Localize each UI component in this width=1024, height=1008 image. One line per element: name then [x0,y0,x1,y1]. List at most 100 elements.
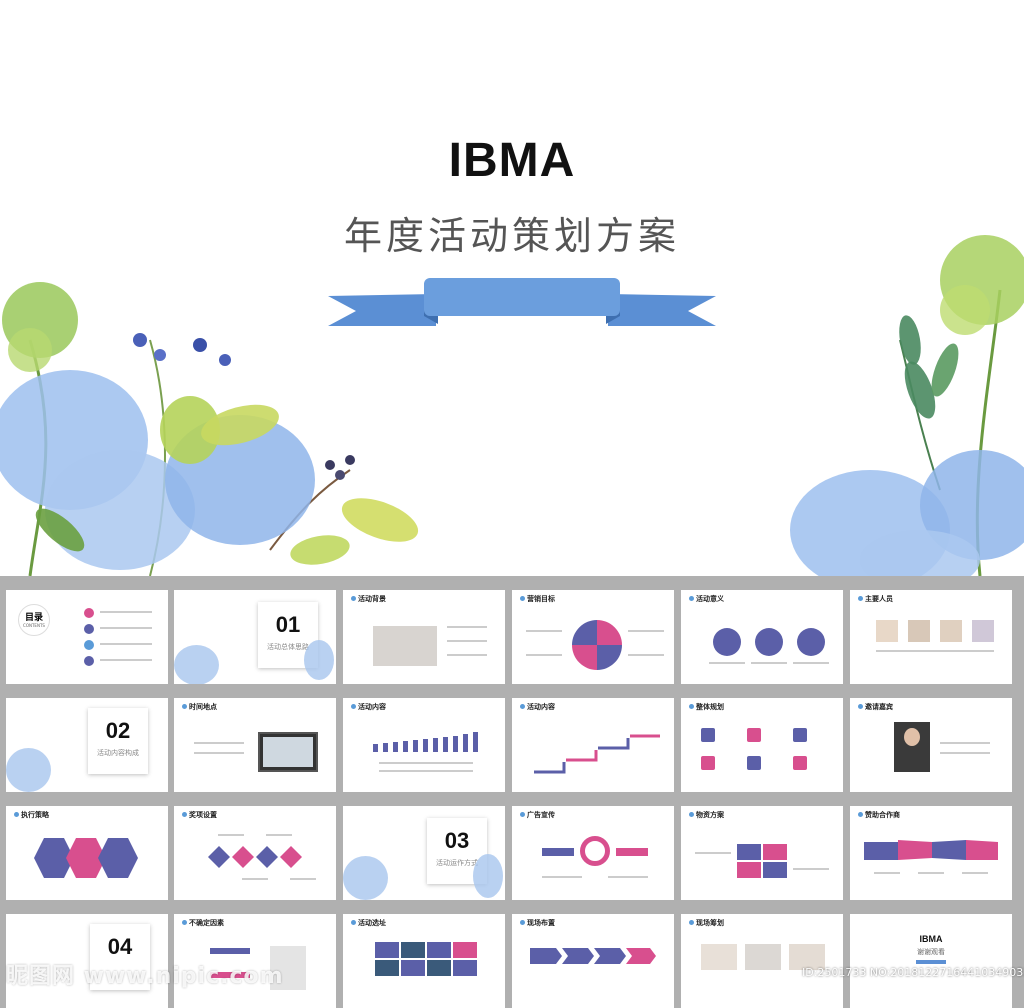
label-bar [210,948,250,954]
tile [453,960,477,976]
slide-thumb-uncertainty[interactable]: 不确定因素 [174,914,336,1008]
chevron-process-graphic [530,948,656,964]
slide-thumb-section-04[interactable]: 04 [6,914,168,1008]
slide-title: 活动内容 [520,702,555,712]
section-label: 活动内容构成 [97,749,139,757]
toc-heading: 目录 [24,613,43,623]
expand-icon [793,728,807,742]
hero-title: IBMA [448,134,576,187]
section-number: 03 [444,828,470,853]
slide-thumb-section-01[interactable]: 01 活动总体思路 [174,590,336,684]
slide-thumb-time-location[interactable]: 时间地点 [174,698,336,792]
slide-thumb-background[interactable]: 活动背景 [343,590,505,684]
avatar [876,620,898,642]
ribbon-small [916,960,946,964]
slide-thumb-section-03[interactable]: 03 活动运作方式 [343,806,505,900]
toc-subheading: CONTENTS [23,623,45,628]
photo [789,944,825,970]
slide-thumb-awards[interactable]: 奖项设置 [174,806,336,900]
slide-thumb-key-people[interactable]: 主要人员 [850,590,1012,684]
slide-thumbnail-grid: 目录 CONTENTS 01 活动总体思路 活动背景 营销目标 [0,590,1024,1008]
slide-title: 时间地点 [182,702,217,712]
watermark-site: 昵图网 www.nipic.com [6,964,284,989]
settings-icon [797,628,825,656]
tile [375,942,399,958]
hydrangea-left-decoration [0,282,419,576]
slide-thumb-venue[interactable]: 活动选址 [343,914,505,1008]
expand-icon [763,844,787,860]
toc-bullet-3 [84,640,94,650]
slide-thumb-content-bars[interactable]: 活动内容 [343,698,505,792]
arrow-right-icon [542,848,574,856]
slide-thumb-advertising[interactable]: 广告宣传 [512,806,674,900]
slide-title: 物资方案 [689,810,724,820]
staircase-graphic [534,734,660,774]
label-bar [210,972,250,978]
slide-title: 主要人员 [858,594,893,604]
hero-slide: IBMA 年度活动策划方案 [0,0,1024,576]
slide-title: 广告宣传 [520,810,555,820]
flower-decoration [6,748,51,792]
slide-thumb-closing[interactable]: IBMA 谢谢观看 [850,914,1012,1008]
slide-thumb-guests[interactable]: 邀请嘉宾 [850,698,1012,792]
slide-thumb-significance[interactable]: 活动意义 [681,590,843,684]
section-number: 04 [107,934,133,959]
tile [401,960,425,976]
tile-photo [375,960,399,976]
toc-bullet-1 [84,608,94,618]
chat-icon [747,728,761,742]
slide-thumb-materials[interactable]: 物资方案 [681,806,843,900]
slide-title: 邀请嘉宾 [858,702,893,712]
flower-decoration [473,854,503,898]
slide-thumb-sponsors[interactable]: 赞助合作商 [850,806,1012,900]
slide-thumb-toc[interactable]: 目录 CONTENTS [6,590,168,684]
closing-subtitle: 谢谢观看 [917,948,945,956]
hero-subtitle: 年度活动策划方案 [343,214,680,258]
banner-strip-graphic [864,840,998,860]
slide-thumb-overall-plan[interactable]: 整体规划 [681,698,843,792]
hexagon-graphic [34,838,138,878]
globe-icon [755,628,783,656]
quadrant-pie-chart [572,620,622,670]
tile-photo [427,960,451,976]
slide-thumb-setup[interactable]: 现场布置 [512,914,674,1008]
hydrangea-right-decoration [790,235,1024,576]
section-label: 活动总体思路 [267,643,309,651]
slide-title: 活动意义 [689,594,724,604]
slide-title: 现场布置 [520,918,555,928]
arrow-left-icon [616,848,648,856]
slide-title: 整体规划 [689,702,724,712]
presenter-photo [270,946,306,990]
guest-photo [894,722,930,772]
flower-decoration [304,640,334,680]
ring-graphic [580,836,610,866]
slide-title: 现场筹划 [689,918,724,928]
photo [745,944,781,970]
watermark-id: ID:2501733 NO:20181227164410349033 [802,966,1024,979]
slide-title: 赞助合作商 [858,810,900,820]
meeting-photo [373,626,437,666]
closing-title: IBMA [919,934,943,944]
slide-title: 奖项设置 [182,810,217,820]
target-icon [747,756,761,770]
slide-thumb-section-02[interactable]: 02 活动内容构成 [6,698,168,792]
slide-title: 活动选址 [351,918,386,928]
share-icon [763,862,787,878]
tool-icon [701,728,715,742]
slide-thumb-planning[interactable]: 现场筹划 [681,914,843,1008]
slide-title: 活动内容 [351,702,386,712]
tile [453,942,477,958]
avatar [972,620,994,642]
tool-icon [737,862,761,878]
slide-thumb-marketing-goals[interactable]: 营销目标 [512,590,674,684]
ribbon-banner [328,278,716,326]
toc-bullet-4 [84,656,94,666]
recycle-icon [737,844,761,860]
flower-decoration [174,645,219,684]
toc-bullet-2 [84,624,94,634]
avatar [908,620,930,642]
slide-thumb-execution[interactable]: 执行策略 [6,806,168,900]
avatar [940,620,962,642]
pause-icon [701,756,715,770]
slide-thumb-content-steps[interactable]: 活动内容 [512,698,674,792]
